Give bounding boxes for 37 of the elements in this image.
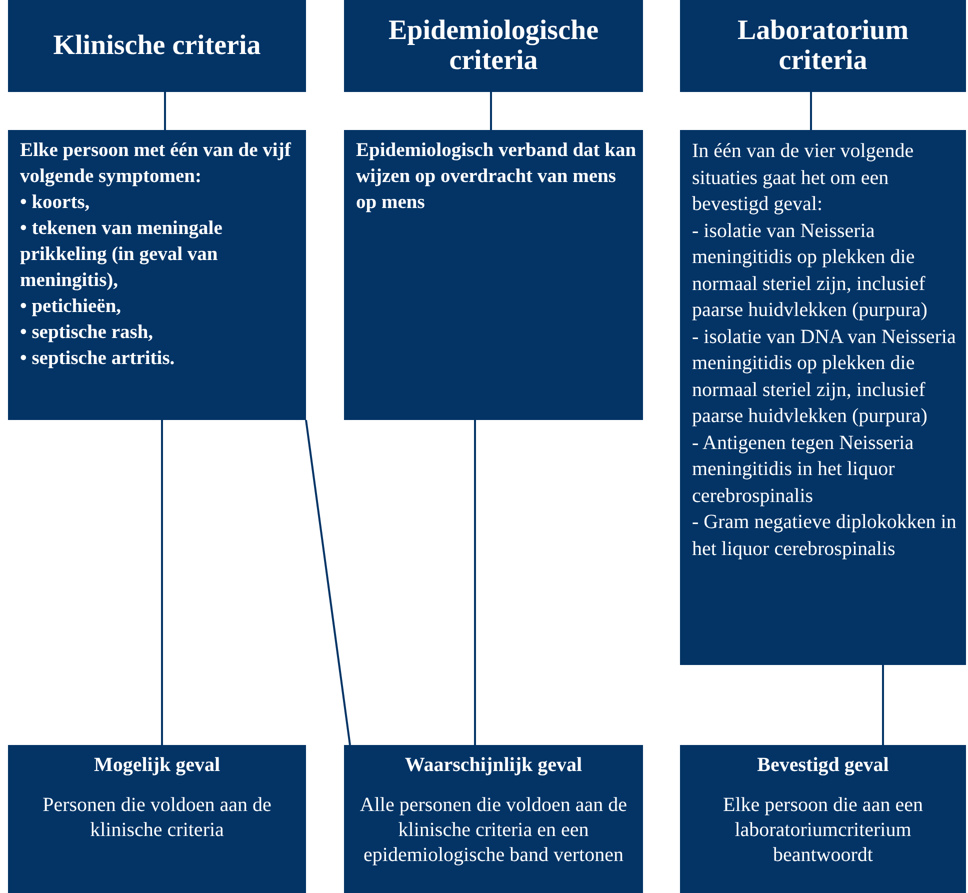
case-description: Personen die voldoen aan de klinische criteria: [42, 793, 272, 843]
case-box: [8, 745, 306, 893]
symptom-item: • septische rash,: [20, 321, 154, 345]
case-description: Elke persoon die aan een laboratoriumcriterium beantwoordt: [722, 793, 924, 868]
case-title: Bevestigd geval: [757, 753, 889, 777]
case-box: [680, 745, 966, 893]
case-box: [344, 745, 643, 893]
symptom-item: • tekenen van meningale prikkeling (in geval van meningitis),: [20, 217, 224, 293]
connector-line: [810, 92, 812, 130]
criteria-item: - isolatie van DNA van Neisseria meningitidis op plekken die normaal steriel zijn, inclusief paarse huidvlekken (purpura): [692, 324, 957, 429]
header-title: Laboratorium criteria: [736, 16, 910, 76]
case-description: Alle personen die voldoen aan de klinische criteria en een epidemiologische band vertonen: [358, 793, 628, 868]
criteria-box: [680, 130, 966, 665]
criteria-box: [8, 130, 306, 420]
case-title: Waarschijnlijk geval: [404, 753, 582, 777]
header-title: Klinische criteria: [53, 31, 261, 61]
connector-line: [164, 92, 166, 130]
symptom-item: • septische artritis.: [20, 347, 176, 371]
criteria-header: [680, 0, 966, 92]
criteria-box: [344, 130, 643, 420]
connector-line: [474, 420, 476, 745]
criteria-header: [8, 0, 306, 92]
header-title: Epidemiologische criteria: [387, 16, 600, 76]
criteria-intro: Elke persoon met één van de vijf volgende symptomen:: [20, 139, 292, 189]
connector-line: [305, 420, 351, 746]
criteria-intro: In één van de vier volgende situaties gaat het om een bevestigd geval:: [692, 139, 915, 217]
symptom-item: • petichieën,: [20, 295, 122, 319]
criteria-item: - Gram negatieve diplokokken in het liquor cerebrospinalis: [692, 510, 958, 562]
criteria-intro: Epidemiologisch verband dat kan wijzen op overdracht van mens op mens: [356, 139, 638, 215]
case-title: Mogelijk geval: [94, 753, 220, 777]
criteria-header: [344, 0, 643, 92]
connector-line: [882, 665, 884, 745]
connector-line: [490, 92, 492, 130]
criteria-item: - Antigenen tegen Neisseria meningitidis in het liquor cerebrospinalis: [692, 430, 915, 508]
connector-line: [161, 420, 163, 745]
criteria-item: - isolatie van Neisseria meningitidis op plekken die normaal steriel zijn, inclusief paarse huidvlekken (purpura): [692, 218, 928, 323]
symptom-item: • koorts,: [20, 191, 91, 215]
